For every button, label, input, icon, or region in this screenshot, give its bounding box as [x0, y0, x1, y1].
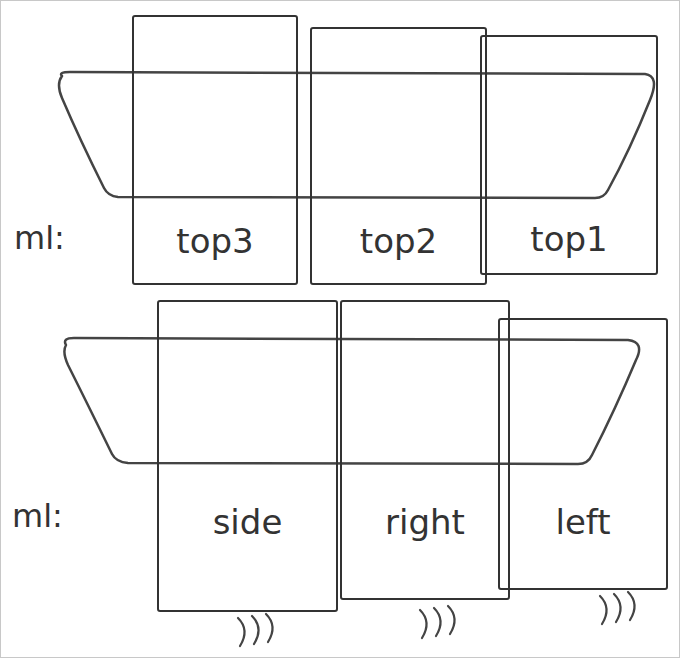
squiggle-marks	[238, 592, 635, 646]
label-box: top1	[480, 35, 658, 275]
bowl-outline	[59, 72, 654, 198]
bowl-outline	[64, 338, 639, 464]
box-label: top3	[176, 222, 253, 261]
row-label: ml:	[14, 220, 65, 257]
label-box: left	[498, 318, 668, 590]
label-box: right	[340, 300, 510, 600]
box-label: top1	[530, 220, 607, 259]
box-label: side	[213, 503, 283, 542]
box-label: top2	[360, 222, 437, 261]
box-label: right	[385, 503, 465, 542]
label-box: side	[157, 300, 338, 612]
label-box: top2	[310, 27, 487, 285]
row-label: ml:	[12, 498, 63, 535]
box-label: left	[555, 503, 610, 542]
label-box: top3	[132, 15, 298, 285]
